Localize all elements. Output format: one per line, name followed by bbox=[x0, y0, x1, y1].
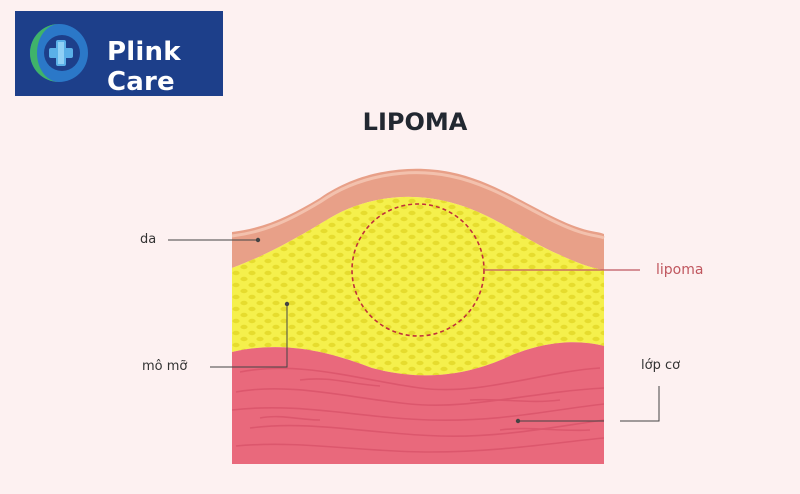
diagram-title: LIPOMA bbox=[362, 108, 468, 136]
medical-cross-icon bbox=[30, 24, 88, 82]
muscle-fibers bbox=[232, 367, 604, 453]
brand-logo[interactable]: Plink Care bbox=[15, 11, 223, 97]
label-lipoma: lipoma bbox=[656, 262, 704, 278]
label-skin: da bbox=[140, 232, 157, 247]
label-muscle: lớp cơ bbox=[641, 358, 681, 373]
leader-lines bbox=[168, 237, 660, 424]
skin-layer bbox=[232, 168, 604, 270]
label-fat: mô mỡ bbox=[142, 359, 188, 374]
brand-name: Plink Care bbox=[107, 37, 181, 97]
